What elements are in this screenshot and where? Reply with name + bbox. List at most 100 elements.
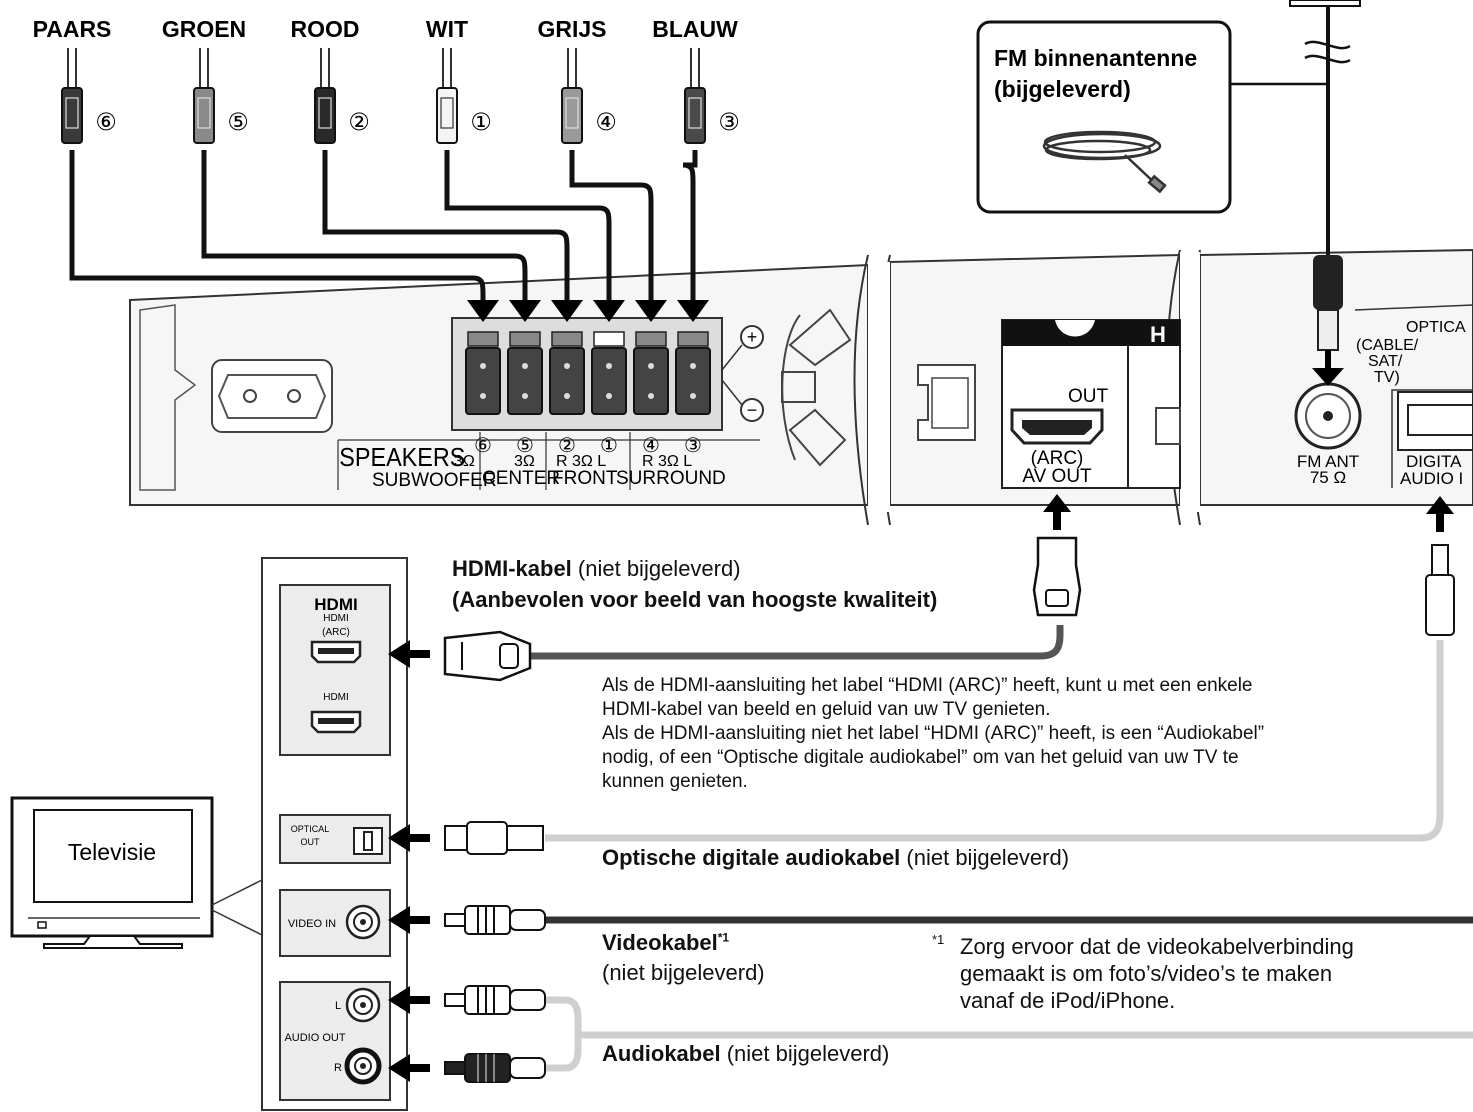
- hdmi-info-line: Als de HDMI-aansluiting niet het label “…: [602, 723, 1265, 744]
- optical-cable: [388, 496, 1455, 855]
- plus-marker: [740, 325, 764, 349]
- speaker-plug-icon: [436, 87, 458, 144]
- speaker-terminal[interactable]: [549, 331, 585, 415]
- hdmi-out-label: OUT: [1068, 386, 1109, 407]
- tv-hdmi-port[interactable]: [310, 710, 362, 734]
- speaker-terminal[interactable]: [591, 331, 627, 415]
- audio-in-label: AUDIO I: [1400, 469, 1463, 488]
- arc-label: (ARC): [1031, 448, 1084, 469]
- center-impedance: 3Ω: [514, 453, 535, 470]
- cable-number: ⑤: [227, 109, 249, 136]
- tv-video-in-jack[interactable]: [345, 904, 381, 940]
- tv-hdmi-arc-sub: (ARC): [322, 627, 350, 638]
- optical-cable-note: (niet bijgeleverd): [900, 845, 1070, 870]
- speaker-cable-grijs: GRIJS ④: [537, 16, 667, 322]
- hdmi-info-text: Als de HDMI-aansluiting het label “HDMI …: [602, 674, 1264, 794]
- subwoofer-label: SUBWOOFER: [372, 470, 497, 491]
- surround-impedance: R 3Ω L: [642, 453, 692, 470]
- tv-hdmi-arc-label: HDMI: [323, 613, 349, 624]
- speaker-plug-icon: [193, 87, 215, 144]
- cable-color-label: ROOD: [291, 16, 360, 42]
- fm-arrow-icon: [1312, 368, 1344, 386]
- terminal-number: ②: [558, 435, 576, 457]
- hdmi-logo: HDMI: [314, 595, 357, 614]
- tv-video-in-label: VIDEO IN: [288, 918, 336, 930]
- cable-color-label: BLAUW: [652, 16, 738, 42]
- tv-label: Televisie: [68, 839, 156, 865]
- cable-number: ④: [595, 109, 617, 136]
- speaker-terminal[interactable]: [633, 331, 669, 415]
- terminal-arrow-icon: [551, 300, 583, 322]
- surround-label: SURROUND: [616, 468, 726, 489]
- terminal-number: ⑤: [516, 435, 534, 457]
- terminal-number: ①: [600, 435, 618, 457]
- minus-marker: [740, 398, 764, 422]
- lan-port: [917, 364, 976, 441]
- optical-in-port[interactable]: [1397, 391, 1473, 451]
- center-label: CENTER: [482, 468, 560, 489]
- audio-l-arrow-icon: [388, 986, 410, 1014]
- terminal-arrow-icon: [509, 300, 541, 322]
- tv-audio-r-jack[interactable]: [344, 1047, 382, 1085]
- optical-unit-arrow-icon: [1426, 496, 1454, 514]
- hdmi-out-port[interactable]: [1010, 408, 1104, 445]
- terminal-number: ⑥: [474, 435, 492, 457]
- video-cable: [388, 905, 1473, 935]
- video-cable-title: Videokabel: [602, 930, 718, 955]
- optical-in-block: OPTICA (CABLE/ SAT/ TV) DIGITA AUDIO I: [1354, 304, 1473, 488]
- hdmi-cable-note: (niet bijgeleverd): [571, 556, 741, 581]
- speaker-terminal[interactable]: [507, 331, 543, 415]
- tv-optical-out-port[interactable]: [353, 827, 383, 855]
- footnote-line: gemaakt is om foto’s/video’s te maken: [960, 961, 1333, 986]
- plus-symbol: +: [747, 327, 758, 347]
- speaker-plug-icon: [684, 87, 706, 144]
- fm-plug: [1313, 255, 1343, 310]
- speaker-plug-icon: [561, 87, 583, 144]
- speaker-terminal[interactable]: [675, 331, 711, 415]
- cable-number: ①: [470, 109, 492, 136]
- terminal-number: ③: [684, 435, 702, 457]
- fm-ant-jack[interactable]: [1294, 382, 1362, 450]
- hdmi-cable: [388, 494, 1082, 682]
- hdmi-cable-title: HDMI-kabel: [452, 556, 572, 581]
- footnote-text: Zorg ervoor dat de videokabelverbinding …: [960, 933, 1354, 1014]
- hdmi-header-text: H: [1150, 322, 1166, 347]
- speaker-terminal[interactable]: [465, 331, 501, 415]
- fm-antenna-subtitle: (bijgeleverd): [994, 76, 1131, 102]
- tv-audio-l-jack[interactable]: [345, 987, 381, 1023]
- video-cable-note: (niet bijgeleverd): [602, 960, 765, 985]
- video-cable-label: Videokabel*1: [602, 930, 729, 956]
- front-label: FRONT: [552, 468, 618, 489]
- hdmi-info-line: kunnen genieten.: [602, 771, 748, 792]
- optical-header: OPTICA: [1406, 319, 1466, 336]
- subwoofer-impedance: 3Ω: [454, 453, 475, 470]
- terminal-arrow-icon: [635, 300, 667, 322]
- terminal-arrow-icon: [467, 300, 499, 322]
- cable-color-label: GRIJS: [537, 16, 606, 42]
- audio-cable-title: Audiokabel: [602, 1041, 721, 1066]
- audio-r-arrow-icon: [388, 1054, 410, 1082]
- tv-optical-out-label: OUT: [301, 837, 321, 847]
- tv-audio-l-label: L: [335, 1000, 341, 1012]
- tv-optical-label: OPTICAL: [291, 824, 330, 834]
- speaker-labels: SPEAKERS SUBWOOFER CENTER FRONT SURROUND…: [337, 432, 760, 491]
- fm-antenna-box: [976, 20, 1232, 214]
- television: Televisie: [10, 796, 263, 949]
- footnote-mark: *1: [932, 932, 945, 947]
- optical-sub-cable: (CABLE/: [1356, 337, 1419, 354]
- tv-hdmi-arc-port[interactable]: [310, 640, 362, 664]
- speaker-plug-icon: [61, 87, 83, 144]
- front-impedance: R 3Ω L: [556, 453, 606, 470]
- video-footnote-mark: *1: [717, 930, 730, 945]
- hdmi-tv-arrow-icon: [388, 640, 410, 668]
- tv-rear-panel: HDMI HDMI (ARC) HDMI OPTICAL OUT VIDEO I…: [261, 557, 408, 1111]
- terminal-arrow-icon: [677, 300, 709, 322]
- speaker-terminal-block: + −: [451, 317, 764, 431]
- optical-sub-sat: SAT/: [1368, 353, 1403, 370]
